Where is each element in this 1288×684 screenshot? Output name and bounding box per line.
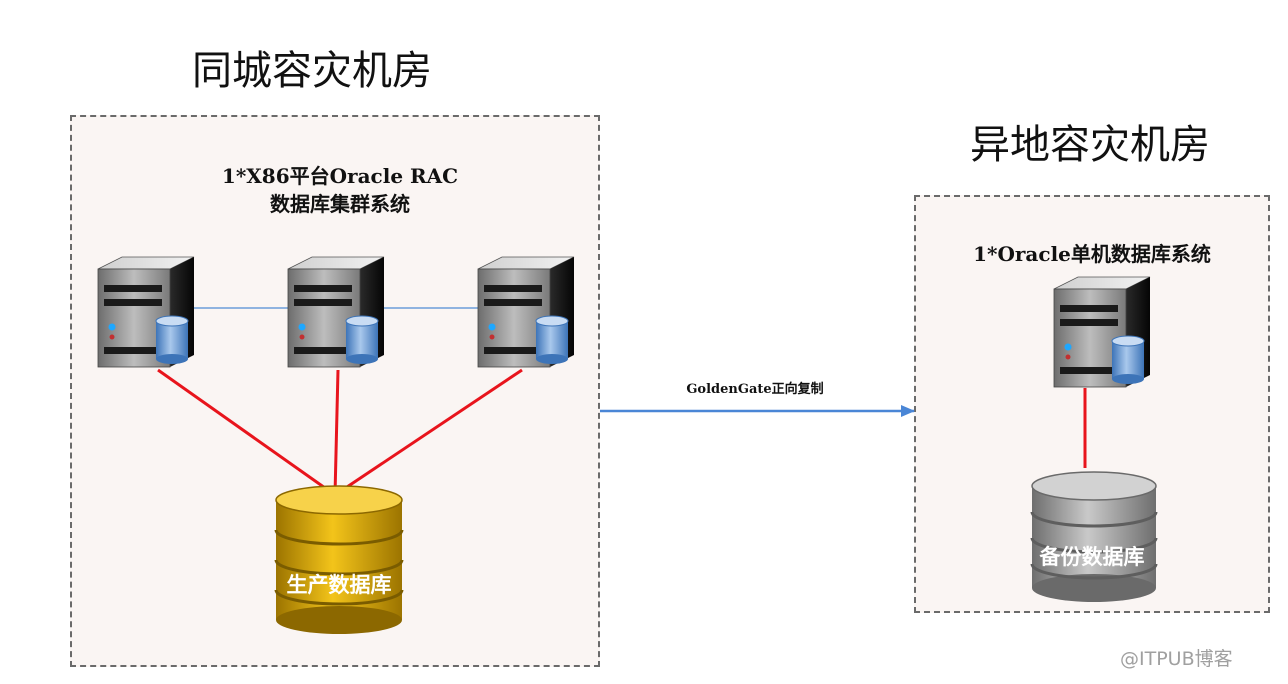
production-database-label: 生产数据库 [287,573,392,597]
backup-database-icon [1030,471,1158,602]
storage-link-node1 [157,368,336,497]
rac-cluster-label-line2: 数据库集群系统 [270,192,410,216]
production-database-icon [274,485,404,634]
rac-node-3-server-icon [477,256,575,368]
watermark: @ITPUB博客 [1120,648,1233,670]
standby-server-icon [1053,276,1151,388]
storage-link-node2 [333,369,340,496]
local-dr-site-title: 同城容灾机房 [192,48,432,94]
rac-cluster-label-line1: 1*X86平台Oracle RAC [221,164,459,188]
replication-label: GoldenGate正向复制 [686,382,824,397]
storage-link-node3 [334,368,523,497]
rac-node-2-server-icon [287,256,385,368]
standby-system-label: 1*Oracle单机数据库系统 [973,242,1211,266]
backup-database-label: 备份数据库 [1039,545,1145,569]
remote-dr-site-title: 异地容灾机房 [970,122,1210,168]
rac-node-1-server-icon [97,256,195,368]
